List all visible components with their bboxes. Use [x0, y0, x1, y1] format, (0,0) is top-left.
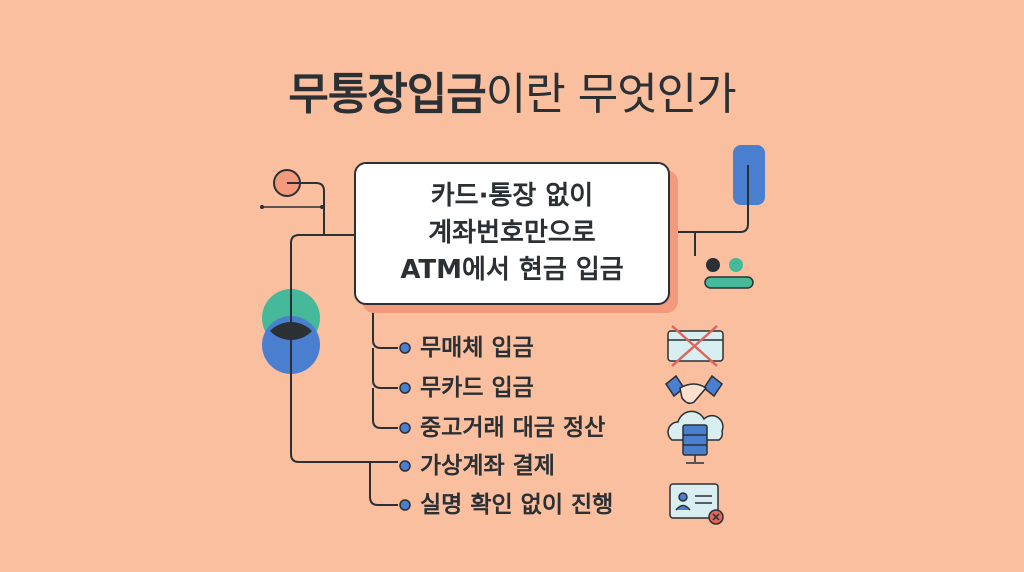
title-rest: 이란 무엇인가	[485, 69, 737, 120]
definition-line: 카드·통장 없이	[430, 181, 594, 211]
list-item: 무매체 입금	[420, 335, 534, 361]
page-title: 무통장입금이란 무엇인가	[0, 58, 1024, 122]
crossed-card-icon	[667, 325, 724, 367]
list-item: 가상계좌 결제	[420, 453, 555, 479]
handshake-icon	[664, 374, 724, 405]
definition-line: 계좌번호만으로	[428, 218, 596, 248]
definition-line: ATM에서 현금 입금	[400, 255, 624, 285]
list-item: 중고거래 대금 정산	[420, 415, 606, 441]
definition-box: 카드·통장 없이 계좌번호만으로 ATM에서 현금 입금	[354, 162, 670, 305]
cloud-server-icon	[667, 410, 724, 464]
title-bold: 무통장입금	[288, 69, 486, 120]
list-item: 무카드 입금	[420, 375, 534, 401]
list-item: 실명 확인 없이 진행	[420, 492, 614, 518]
id-card-x-icon	[669, 483, 724, 525]
